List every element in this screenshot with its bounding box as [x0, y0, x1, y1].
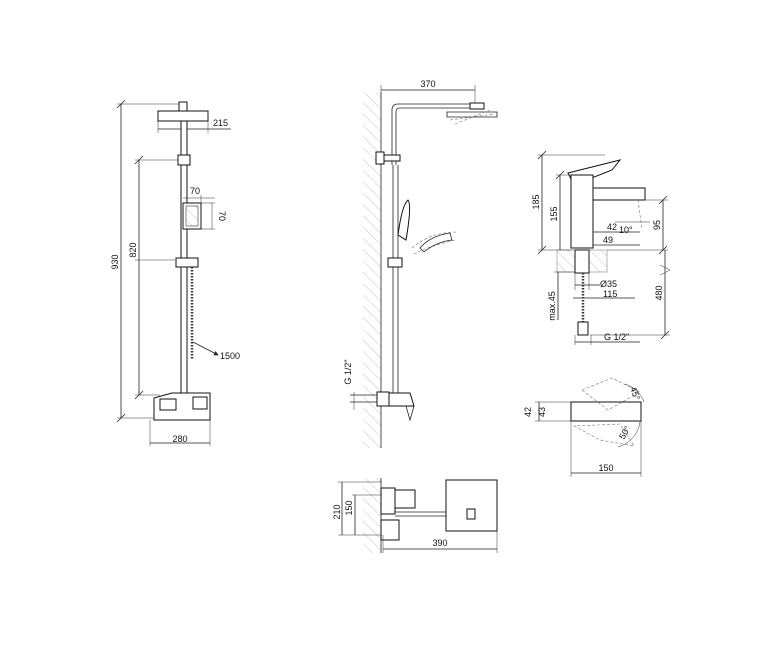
side-thread-label: G 1/2" [343, 359, 353, 384]
mixer-top-view: 210 150 390 [332, 478, 498, 553]
basin-top-view: 45° 50° 42 43 150 [523, 377, 645, 477]
dim-35-label: Ø35 [600, 279, 617, 289]
dim-150-top-label: 150 [598, 463, 613, 473]
slider [175, 257, 199, 268]
mixer-top-head [445, 479, 498, 532]
dim-155-label: 155 [549, 206, 559, 221]
dim-70-height-label: 70 [217, 211, 227, 221]
dim-1500-label: 1500 [220, 351, 240, 361]
dim-185-label: 185 [531, 194, 541, 209]
dim-95-label: 95 [652, 220, 662, 230]
angle-45-label: 45° [628, 385, 642, 402]
wall [363, 92, 381, 448]
basin-thread-label: G 1/2" [604, 332, 629, 342]
dim-42-label: 42 [607, 222, 617, 232]
dim-49-label: 49 [603, 235, 613, 245]
dim-930-label: 930 [110, 254, 120, 269]
dim-370-label: 370 [420, 79, 435, 89]
dim-150-mixer-label: 150 [344, 500, 354, 515]
dim-43-top-label: 43 [537, 407, 547, 417]
dim-115-label: 115 [603, 289, 617, 299]
dim-max45-label: max.45 [547, 291, 557, 321]
dim-480-label: 480 [654, 285, 664, 300]
basin-spout [592, 187, 646, 201]
dim-390-label: 390 [432, 538, 447, 548]
angle-50-label: 50° [617, 424, 633, 441]
basin-body [570, 174, 594, 249]
dim-820-label: 820 [128, 242, 138, 257]
dim-70-width-label: 70 [190, 186, 200, 196]
side-hand-shower [397, 199, 411, 241]
front-view: 930 820 215 70 70 1500 [110, 99, 240, 446]
side-view: 370 G 1/2" [343, 79, 498, 448]
basin-top-body [570, 401, 642, 422]
dim-42-top-label: 42 [523, 407, 533, 417]
dim-280-label: 280 [172, 434, 187, 444]
side-shower-head [446, 111, 498, 118]
dim-215-label: 215 [213, 118, 228, 128]
basin-side-view: 185 155 42 10° 49 95 480 Ø35 115 m [531, 150, 671, 345]
angle-10-label: 10° [619, 225, 633, 235]
dim-210-label: 210 [332, 504, 342, 519]
shower-head [157, 110, 209, 122]
